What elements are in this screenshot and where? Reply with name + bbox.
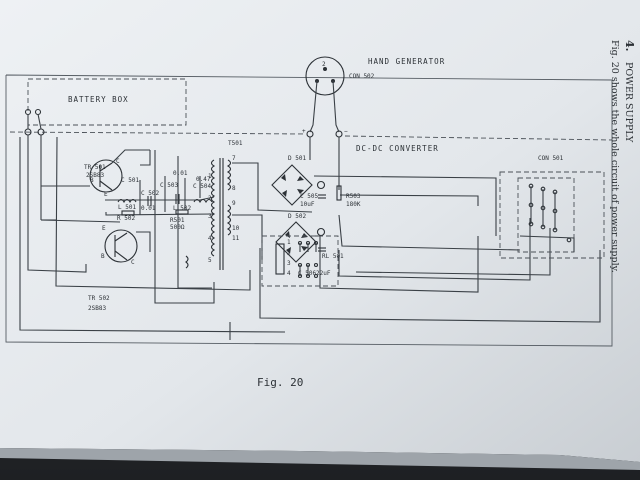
svg-text:T501: T501 [228, 140, 243, 147]
svg-text:C 503: C 503 [160, 182, 178, 189]
svg-text:9: 9 [232, 200, 236, 207]
svg-text:10: 10 [232, 225, 240, 232]
svg-text:2: 2 [322, 61, 326, 68]
svg-text:C: C [131, 259, 135, 266]
paper-sheet [0, 0, 640, 462]
svg-text:C 504: C 504 [193, 183, 211, 190]
section-side-text: 4. POWER SUPPLY Fig. 20 shows the whole … [609, 40, 636, 273]
svg-text:4: 4 [287, 270, 291, 277]
svg-text:RL 501: RL 501 [322, 253, 344, 260]
filter-components: C 505 10uF C 506 22uF R503 180K [298, 180, 361, 277]
svg-text:4.: 4. [623, 40, 636, 51]
figure-border [5, 74, 613, 347]
svg-text:4: 4 [208, 235, 212, 242]
transistor-tr501: TR 501 2SB83 B C E [84, 158, 123, 198]
svg-text:3: 3 [287, 260, 291, 267]
svg-text:0.01: 0.01 [173, 170, 188, 177]
svg-text:C 501: C 501 [121, 177, 139, 184]
svg-text:1: 1 [287, 239, 291, 246]
svg-text:22uF: 22uF [316, 270, 331, 277]
svg-text:10uF: 10uF [300, 201, 315, 208]
svg-text:5: 5 [208, 257, 212, 264]
svg-text:−: − [344, 128, 348, 135]
svg-text:2: 2 [287, 250, 291, 257]
svg-text:B: B [101, 253, 105, 260]
svg-text:E: E [104, 191, 108, 198]
svg-text:8: 8 [232, 185, 236, 192]
svg-text:+: + [302, 128, 306, 135]
rectifier-d501: D 501 [271, 155, 313, 206]
main-wiring [19, 136, 601, 340]
svg-text:HAND GENERATOR: HAND GENERATOR [368, 57, 445, 66]
svg-text:R501: R501 [170, 217, 185, 224]
svg-text:B: B [90, 177, 94, 184]
battery-box: BATTERY BOX [27, 78, 187, 126]
svg-text:D 501: D 501 [288, 155, 306, 162]
svg-text:TR 501: TR 501 [84, 164, 106, 171]
relay-rl501: 1 2 3 4 RL 501 [261, 235, 344, 287]
battery-terminals [24, 108, 45, 260]
svg-text:DC-DC CONVERTER: DC-DC CONVERTER [356, 144, 439, 153]
dc-dc-converter-region: DC-DC CONVERTER [9, 131, 613, 153]
svg-text:Fig. 20 shows the whole circui: Fig. 20 shows the whole circuit of power… [609, 40, 620, 273]
svg-text:2: 2 [208, 195, 212, 202]
svg-text:C 502: C 502 [141, 190, 159, 197]
svg-text:BATTERY BOX: BATTERY BOX [68, 95, 129, 104]
oscillator-network: C 501 L 501 R 502 C 502 0.01 0.01 C 503 … [40, 149, 215, 231]
svg-text:1: 1 [208, 173, 212, 180]
connector-con501: CON 501 [499, 155, 605, 259]
svg-text:TR 502: TR 502 [88, 295, 110, 302]
svg-text:E: E [102, 225, 106, 232]
svg-text:C: C [116, 158, 120, 165]
paper-shadow-edge [0, 448, 640, 470]
svg-text:CON 502: CON 502 [349, 73, 375, 80]
svg-text:D 502: D 502 [288, 213, 306, 220]
svg-text:7: 7 [232, 155, 236, 162]
transistor-tr502: E B C TR 502 2SB83 [88, 225, 138, 312]
svg-text:500Ω: 500Ω [170, 224, 185, 231]
hand-generator: HAND GENERATOR 2 CON 502 + − [302, 56, 445, 138]
svg-text:C 505: C 505 [300, 193, 318, 200]
svg-text:2SB83: 2SB83 [88, 305, 106, 312]
svg-text:R 502: R 502 [117, 215, 135, 222]
svg-text:C 506: C 506 [298, 270, 316, 277]
rectifier-d502: D 502 [275, 213, 317, 263]
svg-text:0.47: 0.47 [196, 176, 211, 183]
svg-text:2SB83: 2SB83 [86, 172, 104, 179]
svg-text:POWER SUPPLY: POWER SUPPLY [623, 62, 634, 143]
svg-text:L 502: L 502 [173, 205, 191, 212]
svg-text:11: 11 [232, 235, 240, 242]
svg-text:0.01: 0.01 [141, 205, 156, 212]
svg-text:3: 3 [208, 213, 212, 220]
transformer-t501: T501 7 8 9 10 11 1 2 3 4 5 [154, 140, 243, 304]
svg-text:L 501: L 501 [118, 204, 136, 211]
svg-text:180K: 180K [346, 201, 361, 208]
svg-text:R503: R503 [346, 193, 361, 200]
figure-caption: Fig. 20 [257, 376, 303, 389]
svg-text:CON 501: CON 501 [538, 155, 564, 162]
